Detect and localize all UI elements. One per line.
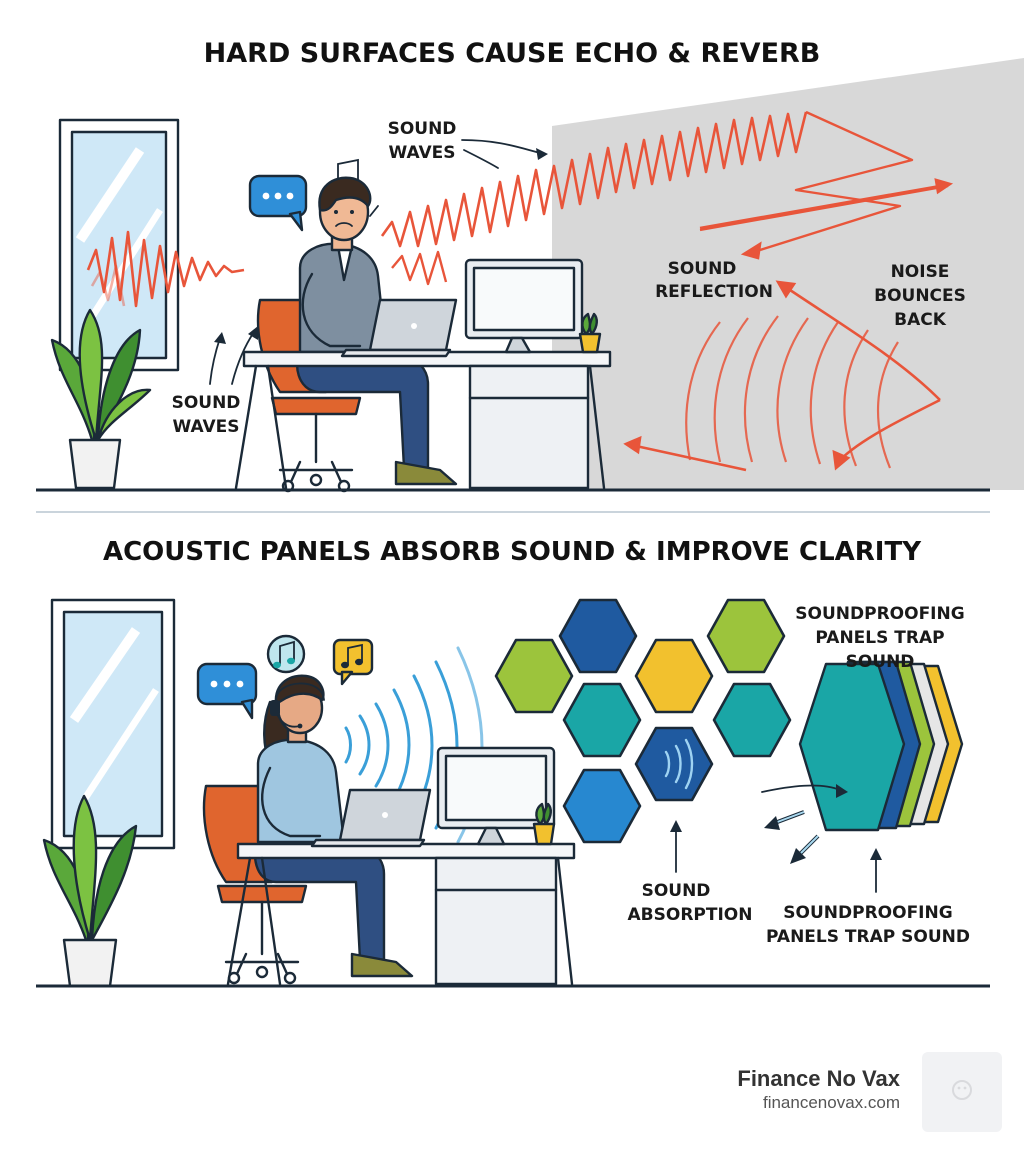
label-panels-trap-top: SOUNDPROOFING PANELS TRAP SOUND <box>795 604 964 672</box>
plant-top <box>50 308 152 490</box>
hex-panel <box>706 598 786 674</box>
trap-arrows <box>764 810 820 864</box>
hex-panel <box>634 638 714 714</box>
hex-panel <box>562 768 642 844</box>
svg-text:SOUND: SOUND <box>388 119 457 139</box>
hard-wall <box>552 58 1024 490</box>
svg-text:WAVES: WAVES <box>388 143 455 163</box>
desk-plant-bottom <box>532 802 556 846</box>
label-panels-trap-bottom: SOUNDPROOFING PANELS TRAP SOUND <box>766 903 970 947</box>
svg-text:SOUND: SOUND <box>172 393 241 413</box>
monitor-bottom <box>436 746 556 846</box>
desk-plant-top <box>578 312 602 354</box>
svg-text:ABSORPTION: ABSORPTION <box>628 905 753 925</box>
label-noise-bounces-back: NOISE BOUNCES BACK <box>874 262 966 330</box>
svg-text:BACK: BACK <box>894 310 947 330</box>
svg-text:REFLECTION: REFLECTION <box>655 282 773 302</box>
laptop-bottom <box>310 788 432 848</box>
music-note-icon <box>266 634 306 674</box>
hex-panel <box>634 726 714 802</box>
label-sound-reflection: SOUND REFLECTION <box>655 259 773 302</box>
svg-text:SOUNDPROOFING: SOUNDPROOFING <box>795 604 964 624</box>
label-sound-absorption: SOUND ABSORPTION <box>628 881 753 925</box>
monitor-top <box>464 258 584 354</box>
person-bottom <box>253 674 414 978</box>
sound-waves-left <box>86 230 245 308</box>
brand-name: Finance No Vax <box>737 1066 900 1091</box>
person-top <box>296 176 458 486</box>
stacked-panel-layers <box>798 660 964 832</box>
acoustic-hex-panels <box>494 598 792 844</box>
bottom-panel-title: ACOUSTIC PANELS ABSORB SOUND & IMPROVE C… <box>103 537 922 567</box>
svg-text:PANELS TRAP SOUND: PANELS TRAP SOUND <box>766 927 970 947</box>
hex-panel <box>712 682 792 758</box>
laptop-top <box>340 298 458 358</box>
svg-text:SOUND: SOUND <box>846 652 915 672</box>
desk-bottom <box>226 842 576 986</box>
absorption-waves <box>664 738 694 790</box>
sound-waves-upper <box>380 111 808 248</box>
hex-panel <box>494 638 574 714</box>
svg-text:SOUND: SOUND <box>642 881 711 901</box>
svg-text:WAVES: WAVES <box>172 417 239 437</box>
speech-bubble-icon <box>196 662 258 720</box>
echo-arcs <box>685 315 899 469</box>
hex-panel <box>562 682 642 758</box>
svg-text:SOUND: SOUND <box>668 259 737 279</box>
reflection-arrows <box>623 178 954 472</box>
plant-bottom <box>42 794 138 988</box>
hex-panel <box>558 598 638 674</box>
label-sound-waves-lower: SOUND WAVES <box>172 393 241 437</box>
window-bottom <box>50 598 176 850</box>
music-note-icon <box>332 638 374 686</box>
label-sound-waves-upper: SOUND WAVES <box>388 119 457 163</box>
svg-text:NOISE: NOISE <box>891 262 950 282</box>
svg-text:SOUNDPROOFING: SOUNDPROOFING <box>783 903 952 923</box>
svg-text:PANELS TRAP: PANELS TRAP <box>815 628 944 648</box>
speech-bubble-icon <box>248 174 308 232</box>
svg-text:BOUNCES: BOUNCES <box>874 286 966 306</box>
desk-top <box>234 350 612 490</box>
brand-logo-icon <box>922 1052 1002 1132</box>
brand-url: financenovax.com <box>763 1093 900 1112</box>
top-panel-title: HARD SURFACES CAUSE ECHO & REVERB <box>204 38 821 69</box>
